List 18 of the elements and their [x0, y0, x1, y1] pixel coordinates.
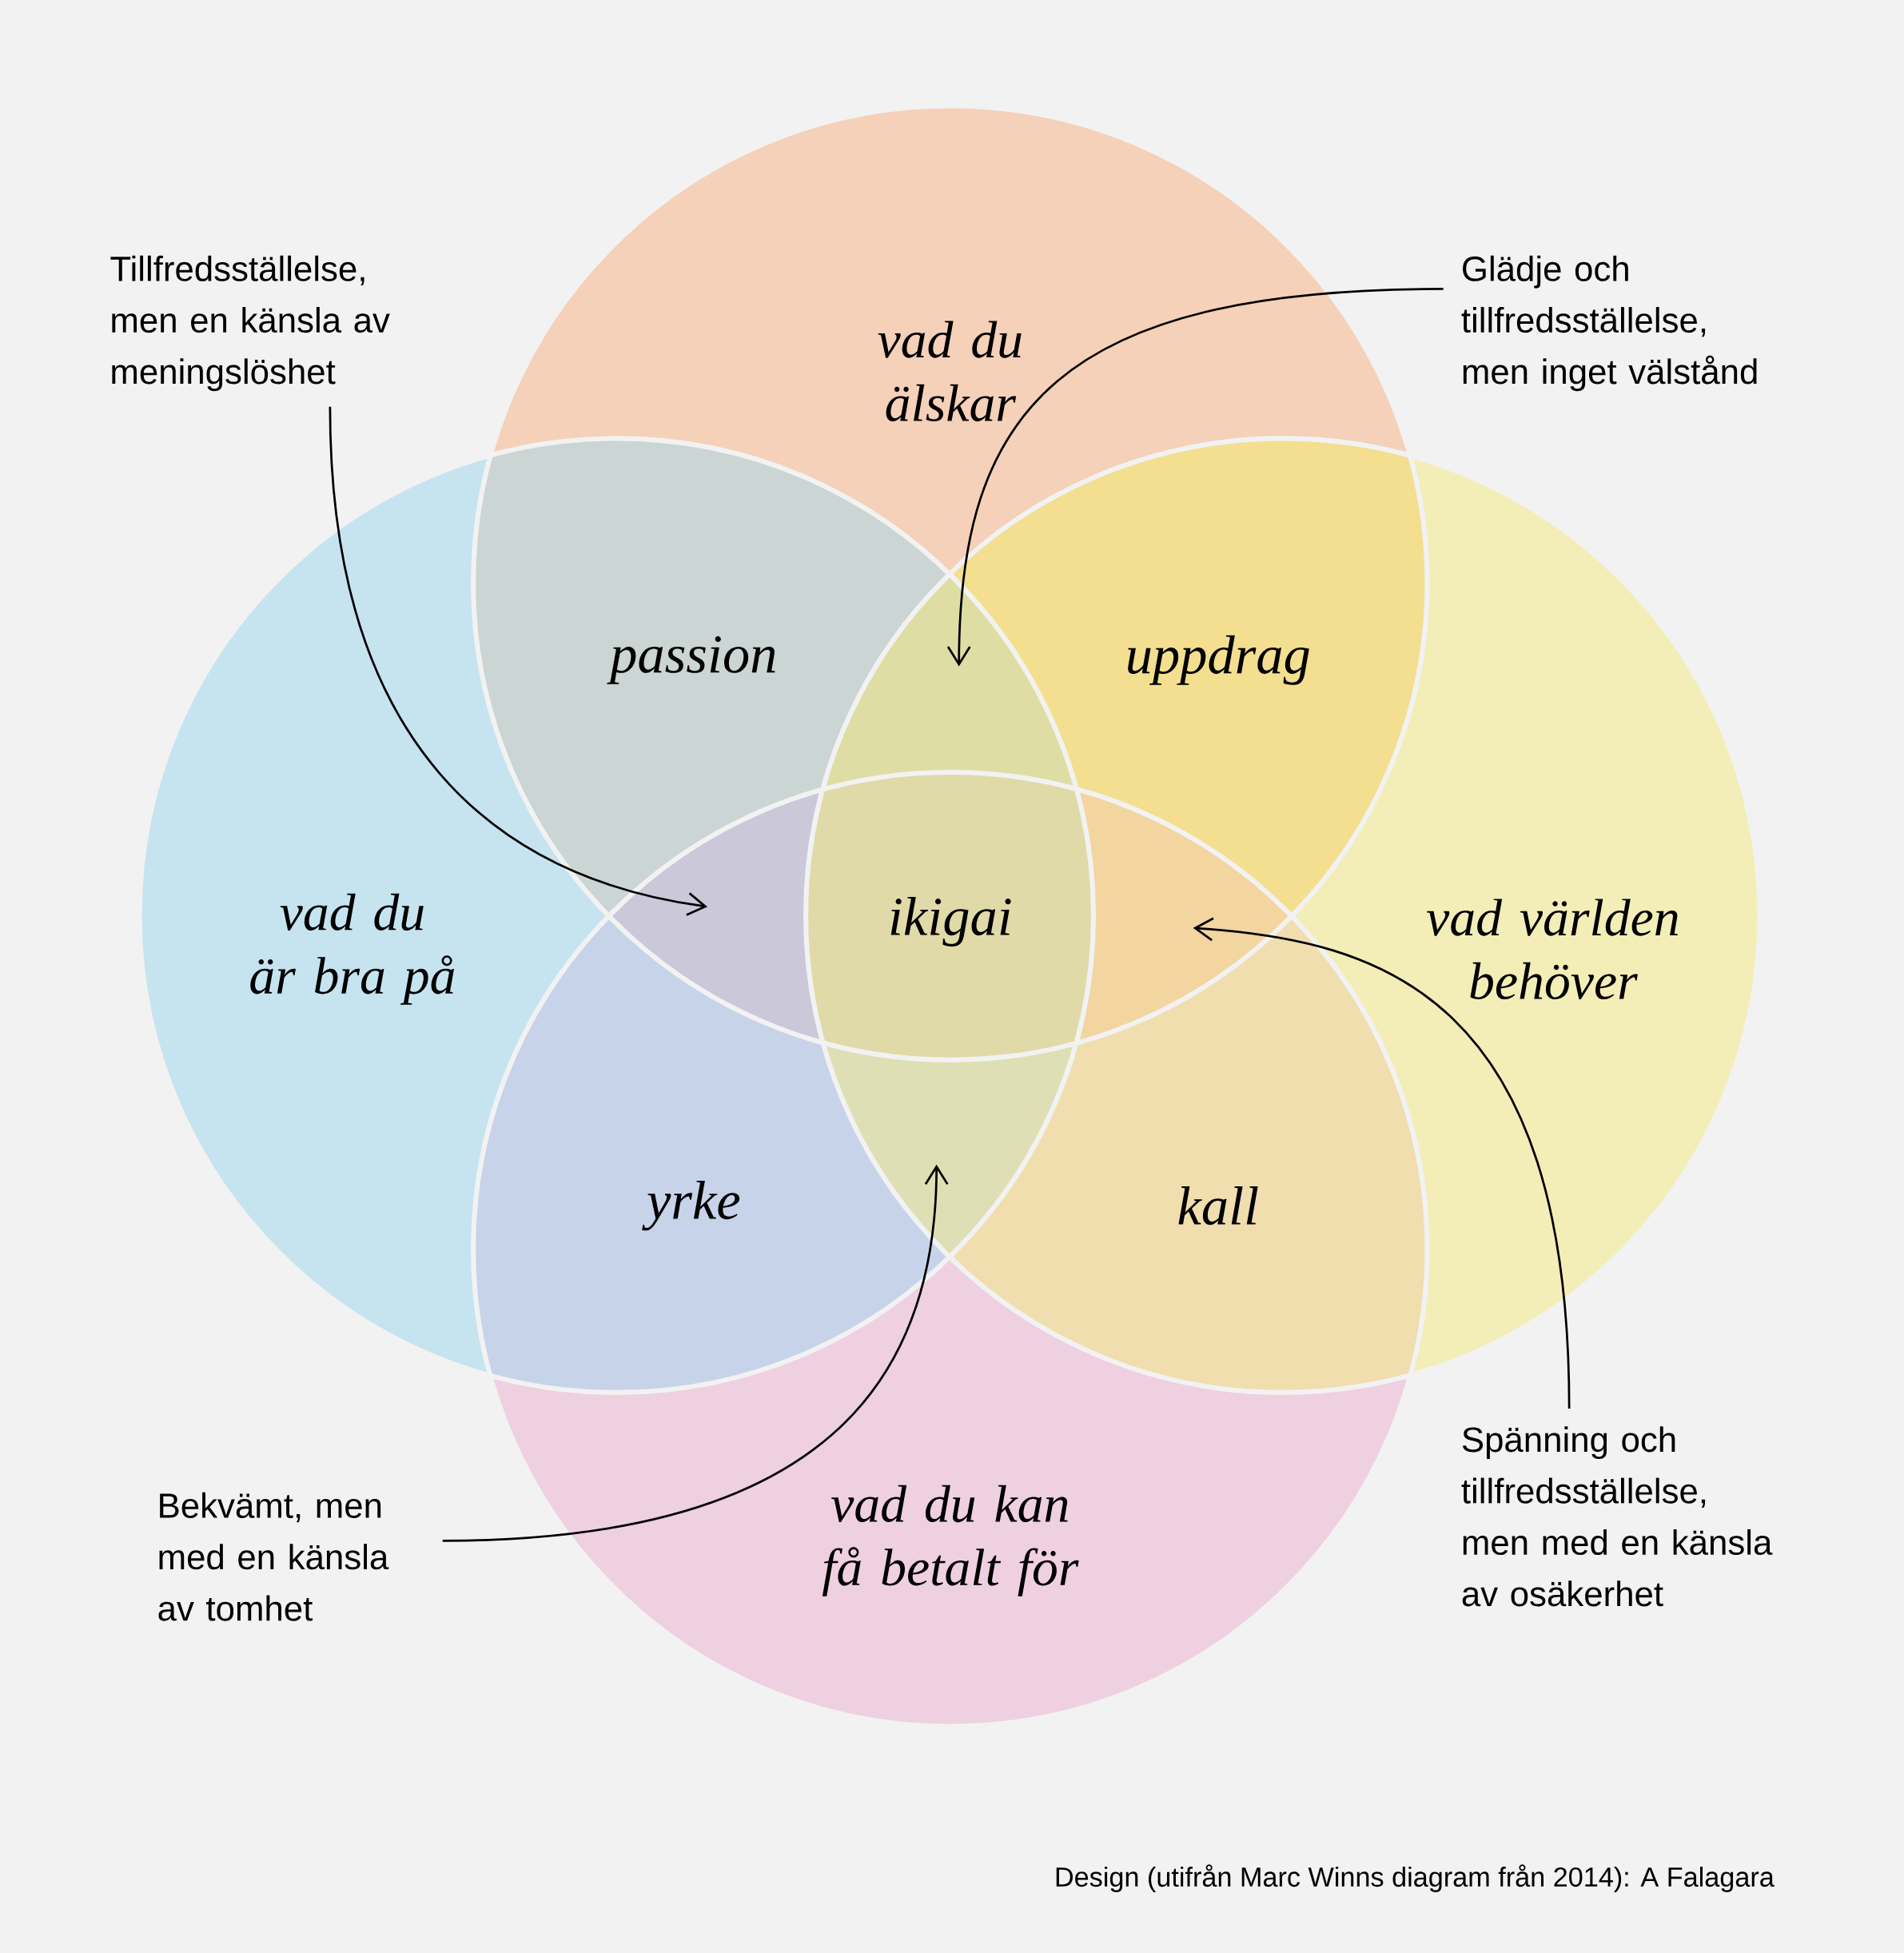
region-label: ikigai: [890, 896, 1011, 947]
leader-line: [946, 288, 1444, 667]
annotation-text: Bekvämt, men med en känsla av tomhet: [158, 1492, 389, 1621]
region-label: uppdrag: [1128, 635, 1309, 685]
annotation-text: Glädje och tillfredsställelse, men inget välstånd: [1461, 255, 1757, 392]
circle-label: vad du älskar: [878, 321, 1022, 422]
region-label: kall: [1178, 1186, 1258, 1226]
credit-text: Design (utifrån Marc Winns diagram från 2014): A Falagara: [1056, 1864, 1775, 1892]
circle-label: vad du kan få betalt för: [822, 1485, 1079, 1596]
leader-line: [329, 406, 707, 916]
circle-label: vad du är bra på: [250, 893, 454, 1005]
circle-label: vad världen behöver: [1426, 899, 1678, 1000]
region-label: passion: [607, 636, 775, 684]
annotation-text: Spänning och tillfredsställelse, men med en känsla av osäkerhet: [1461, 1426, 1773, 1607]
leader-line: [442, 1164, 949, 1542]
leader-line: [1193, 917, 1571, 1409]
annotation-text: Tillfredsställelse, men en känsla av meningslöshet: [110, 255, 390, 392]
region-label: yrke: [642, 1181, 740, 1231]
